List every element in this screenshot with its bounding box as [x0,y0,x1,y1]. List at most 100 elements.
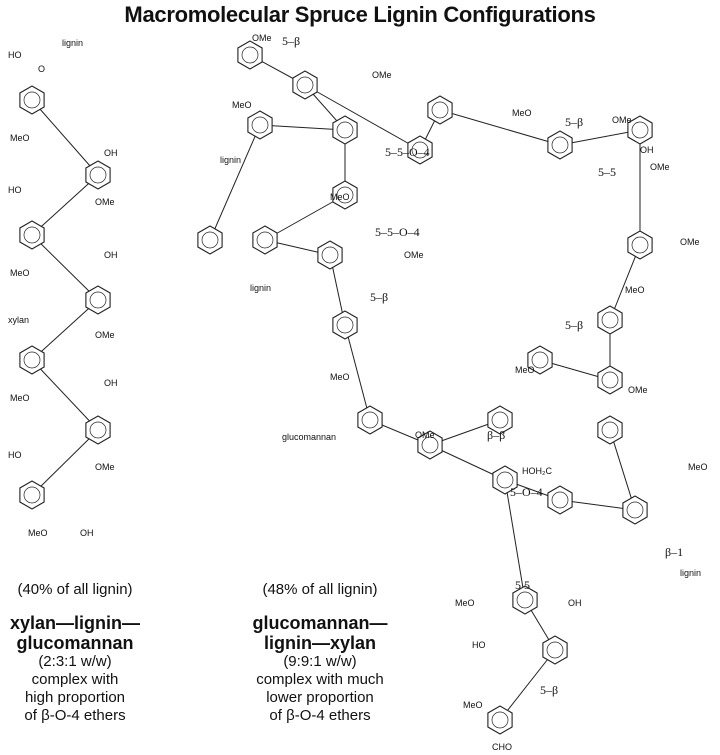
right-caption: (48% of all lignin) glucomannan— lignin—… [235,581,405,725]
right-desc-1: complex with much [256,671,384,688]
left-ratio: (2:3:1 w/w) [38,653,112,670]
ring-bond [296,76,314,94]
bond [304,84,421,151]
label-ho: HO [472,640,486,650]
bond [504,479,526,601]
label-lignin: lignin [250,283,272,293]
ring-bond [551,136,569,154]
label-meo: MeO [463,700,483,710]
ring-bond [23,486,41,504]
bond [31,234,99,301]
ring-bond [23,351,41,369]
label-ho: HO [8,50,22,60]
ring-bond [431,101,449,119]
linkage-5-beta: 5–β [370,290,389,304]
ring-bond [491,711,509,729]
label-ome: OMe [252,33,272,43]
aromatic-ring [597,365,623,395]
ring-bond [496,471,514,489]
aromatic-ring [292,70,318,100]
aromatic-ring [237,40,263,70]
aromatic-ring [19,85,45,115]
left-desc-3: of β-O-4 ethers [24,707,126,724]
aromatic-ring [547,130,573,160]
linkage-5-5-o-4: 5–5–O–4 [375,225,420,239]
aromatic-ring [627,115,653,145]
ring-bond [89,421,107,439]
aromatic-ring [19,480,45,510]
linkage-5-o-4: 5–O–4 [510,485,543,499]
linkage-5-beta: 5–β [565,318,584,332]
bond [344,324,371,421]
aromatic-ring [85,415,111,445]
ring-bond [626,501,644,519]
label-cho: CHO [492,742,512,752]
ring-bond [601,311,619,329]
label-ome: OMe [628,385,648,395]
ring-bond [411,141,429,159]
right-percent: (48% of all lignin) [262,581,378,598]
label-oh: OH [568,598,582,608]
aromatic-ring [597,415,623,445]
left-desc-1: complex with [31,671,119,688]
ring-bond [23,91,41,109]
bond [31,299,99,361]
bond [609,429,636,511]
aromatic-ring [332,310,358,340]
ring-bond [336,316,354,334]
right-desc-2: lower proportion [266,689,374,706]
ring-bond [201,231,219,249]
aromatic-ring [627,230,653,260]
bond [264,194,346,241]
aromatic-ring [492,465,518,495]
linkage-beta-1: β–1 [665,545,684,559]
linkage-beta-beta: β–β [487,428,506,442]
linkage-5-beta: 5–β [282,34,301,48]
aromatic-ring [527,345,553,375]
ring-bond [23,226,41,244]
aromatic-ring [622,495,648,525]
ring-bond [336,186,354,204]
label-ome: OMe [95,330,115,340]
label-ome: OMe [404,250,424,260]
aromatic-ring [197,225,223,255]
label-ho: HO [8,185,22,195]
label-hoh2c: HOH₂C [522,466,552,476]
aromatic-ring [332,115,358,145]
aromatic-ring [547,485,573,515]
ring-bond [551,491,569,509]
label-lignin: lignin [680,568,702,578]
label-meo: MeO [10,133,30,143]
label-ome: OMe [372,70,392,80]
aromatic-ring [542,635,568,665]
bond [31,174,99,236]
ring-bond [89,291,107,309]
aromatic-ring [247,110,273,140]
ring-bond [241,46,259,64]
left-percent: (40% of all lignin) [17,581,133,598]
label-meo: MeO [10,268,30,278]
label-oh: OH [80,528,94,538]
label-ome: OMe [95,462,115,472]
label-o: O [38,64,46,74]
right-ratio: (9:9:1 w/w) [283,653,357,670]
label-meo: MeO [512,108,532,118]
bond [559,129,641,146]
aromatic-ring [417,430,443,460]
label-meo: MeO [330,372,350,382]
left-complex-name-1: xylan—lignin— [9,613,141,633]
label-lignin: lignin [62,38,84,48]
linkage-5-beta: 5–β [565,115,584,129]
bond [499,649,556,721]
ring-bond [89,166,107,184]
ring-bond [421,436,439,454]
left-desc-2: high proportion [24,689,126,706]
right-complex-name-1: glucomannan— [252,613,388,633]
aromatic-ring [487,405,513,435]
bond [259,124,346,131]
diagram-title: Macromolecular Spruce Lignin Configurati… [124,2,596,27]
ring-bond [256,231,274,249]
label-xylan: xylan [8,315,30,325]
aromatic-ring [427,95,453,125]
